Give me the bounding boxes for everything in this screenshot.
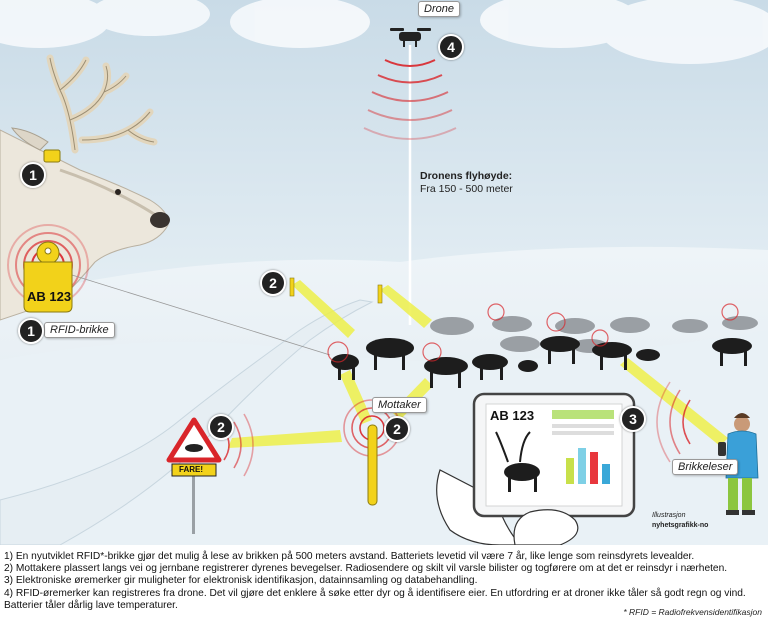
agency-credit: nyhetsgrafikk-no: [652, 522, 709, 529]
rfid-definition: * RFID = Radiofrekvensidentifikasjon: [623, 607, 762, 617]
marker-2-receiver: 2: [384, 416, 410, 442]
footnotes: 1) En nyutviklet RFID*-brikke gjør det m…: [4, 551, 766, 612]
reader-label: Brikkeleser: [672, 459, 739, 475]
warning-sign-text: FARE!: [179, 465, 203, 474]
warning-sign: [166, 413, 254, 534]
footnote-3: 3) Elektroniske øremerker gir muligheter…: [4, 575, 478, 587]
clouds: [0, 0, 768, 64]
illustration-scene: [0, 0, 768, 545]
drone-label: Drone: [418, 1, 460, 17]
rfid-tag-illustration: [23, 241, 73, 313]
marker-1-head: 1: [20, 162, 46, 188]
footnote-2: 2) Mottakere plassert langs vei og jernb…: [4, 563, 728, 575]
drone-illustration: [390, 28, 431, 47]
tablet-illustration: [436, 392, 636, 545]
marker-3-tablet: 3: [620, 406, 646, 432]
tablet-code: AB 123: [490, 408, 535, 423]
footnote-4-continued: Batterier tåler dårlig lave temperaturer…: [4, 599, 178, 611]
drone-signal: [363, 59, 457, 140]
drone-height-title: Dronens flyhøyde:: [420, 170, 513, 182]
marker-4-drone: 4: [438, 34, 464, 60]
receiver-label: Mottaker: [372, 397, 427, 413]
illustration-credit: Illustrasjon: [652, 512, 686, 519]
reindeer-herd: [327, 303, 758, 388]
tag-code: AB 123: [27, 289, 72, 304]
rfid-tag-label: RFID-brikke: [44, 322, 115, 338]
footnote-4: 4) RFID-øremerker kan registreres fra dr…: [4, 587, 746, 599]
marker-2-pole: 2: [260, 270, 286, 296]
marker-2-sign: 2: [208, 414, 234, 440]
footnote-1: 1) En nyutviklet RFID*-brikke gjør det m…: [4, 551, 695, 562]
marker-1-tag: 1: [18, 318, 44, 344]
drone-height-value: Fra 150 - 500 meter: [420, 183, 513, 195]
